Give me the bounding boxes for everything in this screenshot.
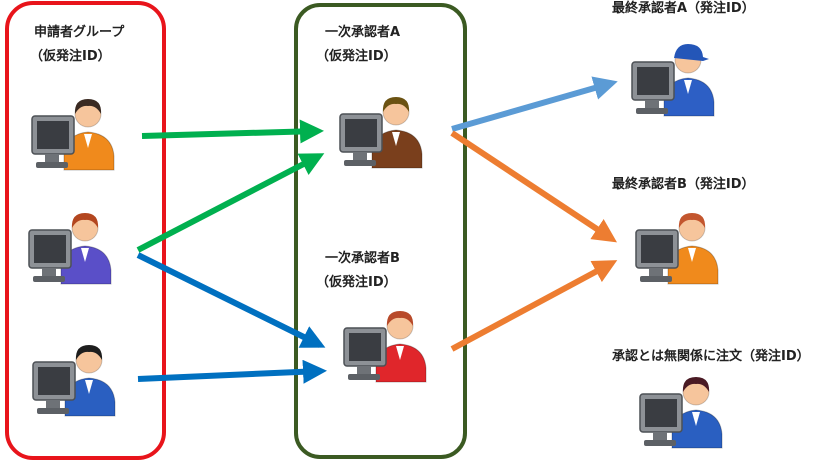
collar-shape [84, 134, 92, 148]
monitor-neck [42, 268, 56, 276]
monitor-neck [45, 154, 59, 162]
applicant-3-user-icon [32, 345, 116, 417]
first-approver-group-box [294, 3, 467, 459]
monitor-screen [345, 119, 377, 147]
monitor-neck [653, 432, 667, 440]
arrow-first-a-to-final-b [450, 130, 618, 243]
hair-shape [74, 99, 102, 114]
monitor-screen [349, 333, 381, 361]
applicant-1-user-icon [31, 99, 115, 171]
monitor-screen [38, 367, 70, 395]
applicant-2-user-icon [28, 213, 112, 285]
monitor-base [636, 108, 668, 114]
arrow-applicant1-to-first-a [141, 119, 324, 144]
first-approver-b-title: 一次承認者B [325, 251, 400, 266]
collar-shape [688, 248, 696, 262]
monitor-screen [34, 235, 66, 263]
first-approver-b-subtitle: （仮発注ID） [316, 275, 397, 290]
monitor-neck [46, 400, 60, 408]
collar-shape [85, 380, 93, 394]
collar-shape [692, 412, 700, 426]
monitor-base [33, 276, 65, 282]
final-approver-a-user-icon [631, 44, 715, 117]
final-approver-b-title: 最終承認者B（発注ID） [612, 177, 755, 192]
collar-shape [81, 248, 89, 262]
monitor-neck [649, 268, 663, 276]
monitor-screen [637, 67, 669, 95]
arrow-applicant2-to-first-b [136, 252, 326, 348]
monitor-neck [645, 100, 659, 108]
arrow-applicant2-to-first-a [136, 153, 325, 253]
arrow-applicant3-to-first-b [137, 359, 327, 384]
collar-shape [392, 132, 400, 146]
hair-shape [386, 311, 414, 326]
monitor-neck [357, 366, 371, 374]
final-approver-a-title: 最終承認者A（発注ID） [612, 1, 755, 16]
hair-shape [75, 345, 103, 360]
hair-shape [71, 213, 99, 228]
collar-shape [396, 346, 404, 360]
monitor-base [644, 440, 676, 446]
hair-shape [682, 377, 710, 392]
applicant-group-box [5, 1, 166, 460]
first-approver-b-user-icon [343, 311, 427, 383]
applicant-group-title: 申請者グループ [34, 25, 125, 40]
monitor-screen [641, 235, 673, 263]
hair-shape [382, 97, 410, 112]
monitor-base [37, 408, 69, 414]
collar-shape [684, 80, 692, 94]
final-approver-b-user-icon [635, 213, 719, 285]
first-approver-a-subtitle: （仮発注ID） [316, 49, 397, 64]
monitor-base [344, 160, 376, 166]
unrelated-orderer-user-icon [639, 377, 723, 449]
first-approver-a-user-icon [339, 97, 423, 169]
arrow-first-b-to-final-b [450, 260, 618, 352]
arrow-first-a-to-final-a [451, 76, 618, 132]
hair-shape [678, 213, 706, 228]
monitor-screen [37, 121, 69, 149]
applicant-group-subtitle: （仮発注ID） [30, 49, 111, 64]
unrelated-orderer-title: 承認とは無関係に注文（発注ID） [612, 349, 810, 364]
monitor-base [348, 374, 380, 380]
monitor-neck [353, 152, 367, 160]
first-approver-a-title: 一次承認者A [325, 25, 401, 40]
monitor-base [640, 276, 672, 282]
monitor-base [36, 162, 68, 168]
monitor-screen [645, 399, 677, 427]
cap-shape [674, 44, 709, 61]
